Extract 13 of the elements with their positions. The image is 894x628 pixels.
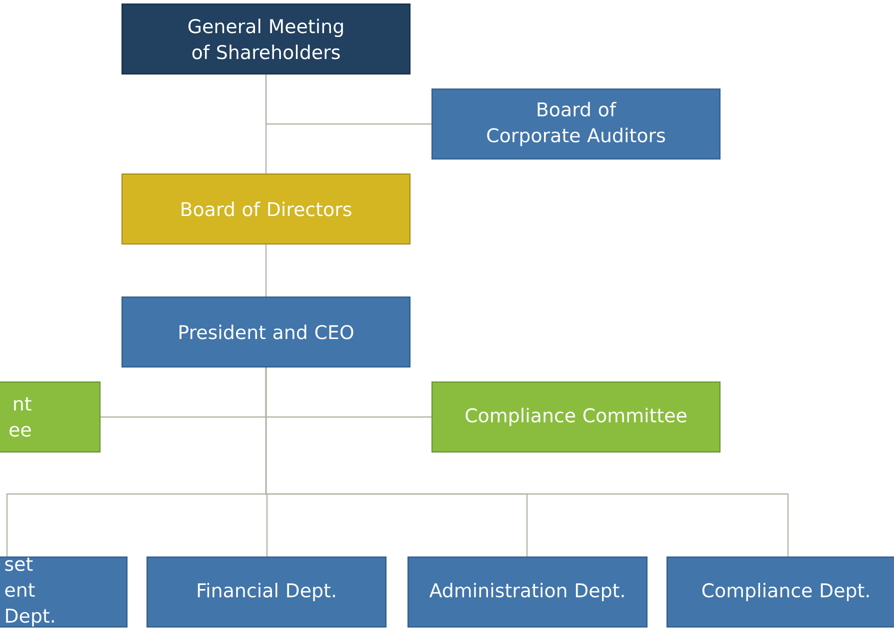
org-box: Administration Dept.	[408, 556, 648, 628]
org-box: President and CEO	[122, 296, 410, 368]
org-box: set ent Dept.	[0, 556, 128, 628]
org-box: Financial Dept.	[146, 556, 386, 628]
connector-line	[265, 244, 267, 296]
connector-line	[265, 74, 267, 174]
org-box: Board of Corporate Auditors	[432, 88, 720, 160]
org-box: nt ee	[0, 381, 100, 452]
connector-line	[265, 367, 789, 556]
org-box: Compliance Dept.	[666, 556, 894, 628]
org-box: Compliance Committee	[432, 381, 720, 452]
org-box: General Meeting of Shareholders	[122, 4, 410, 74]
org-box: Board of Directors	[122, 173, 410, 244]
